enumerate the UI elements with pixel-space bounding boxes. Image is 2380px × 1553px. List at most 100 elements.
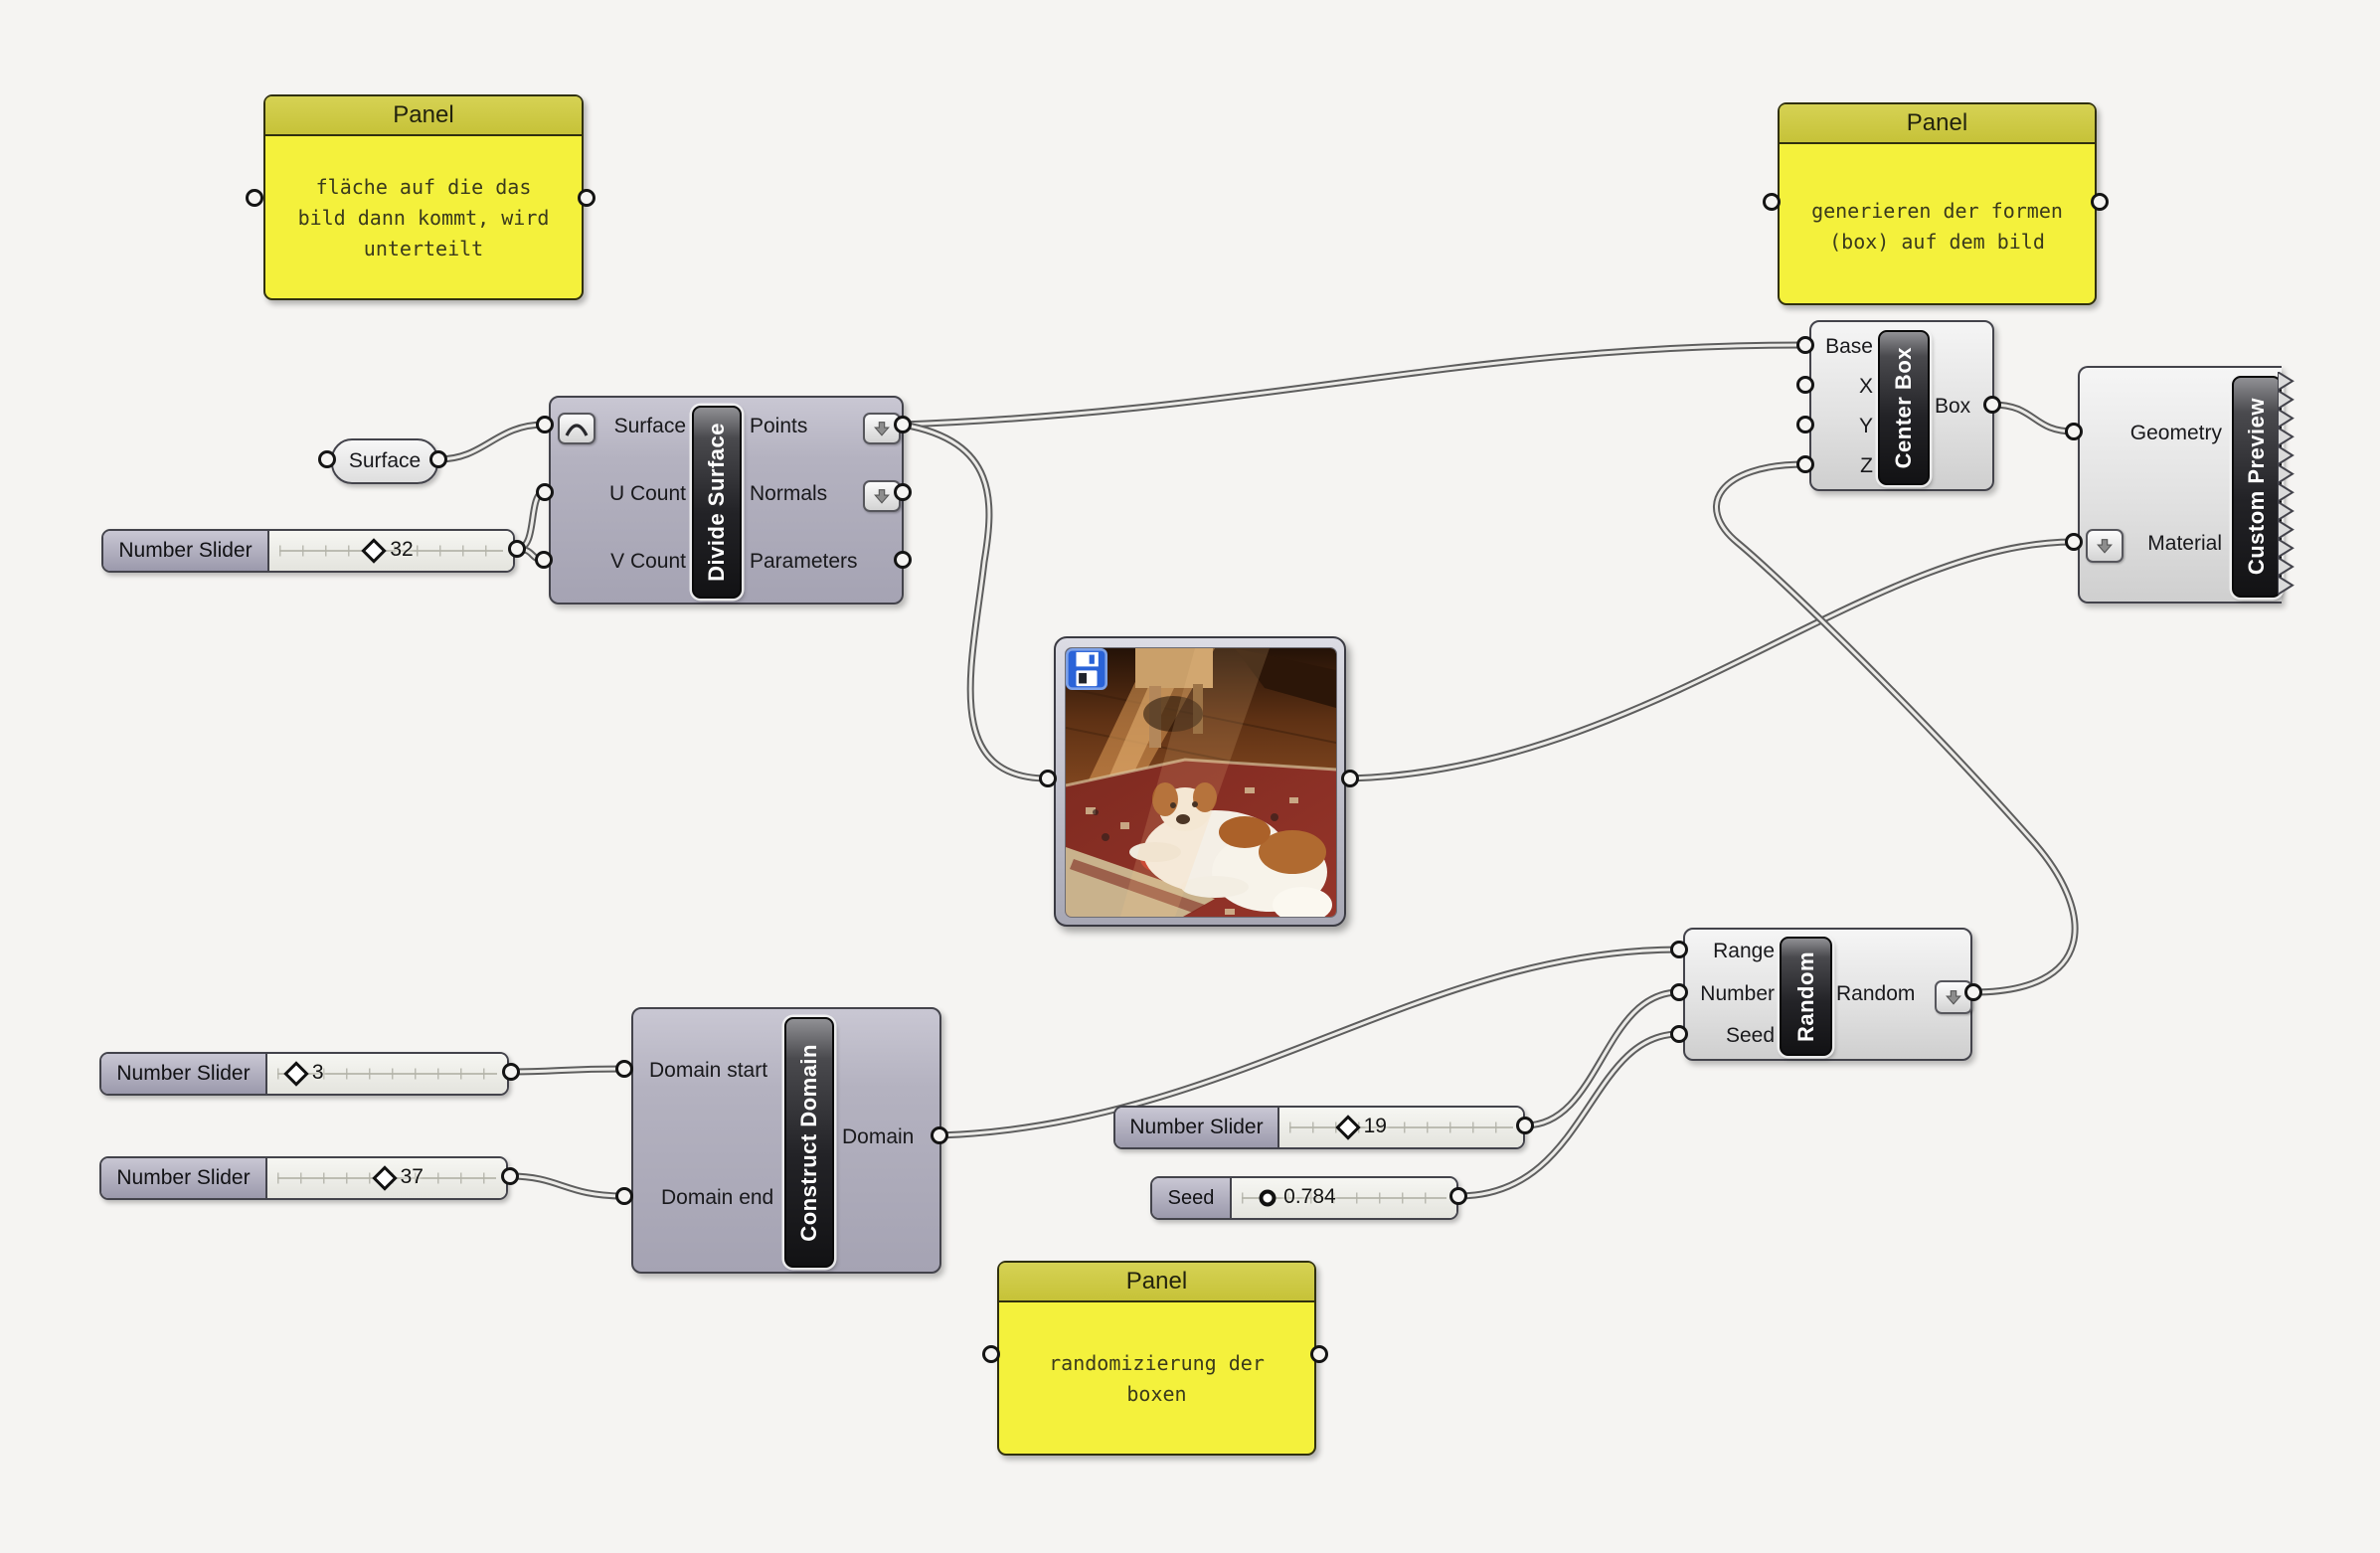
input-label-y: Y — [1858, 415, 1873, 437]
component-name-capsule[interactable]: Center Box — [1878, 330, 1930, 485]
port-image-in[interactable] — [1039, 770, 1057, 787]
port-rnd-out[interactable] — [1964, 983, 1982, 1001]
slider-track[interactable]: 0.784 — [1232, 1178, 1456, 1218]
image-sampler-node[interactable] — [1054, 636, 1346, 927]
port-cp-material[interactable] — [2065, 533, 2083, 551]
wire-points-to-base[interactable] — [903, 345, 1805, 425]
port-ds-ucount[interactable] — [536, 483, 554, 501]
graph-button[interactable] — [558, 413, 595, 444]
port-ds-vcount[interactable] — [535, 551, 553, 569]
center-box-component[interactable]: Base X Y Z Center Box Box — [1809, 320, 1994, 491]
slider-ticks — [1242, 1192, 1446, 1204]
port-ds-points[interactable] — [894, 416, 912, 433]
wire-points-to-image[interactable] — [903, 425, 1048, 778]
port-panel3-right[interactable] — [1310, 1345, 1328, 1363]
number-slider-37[interactable]: Number Slider 37 — [99, 1156, 508, 1200]
port-cd-end[interactable] — [615, 1187, 633, 1205]
slider-label: Number Slider — [103, 531, 269, 571]
panel-note-random[interactable]: Panel randomizierung der boxen — [997, 1261, 1316, 1456]
slider-track[interactable]: 37 — [267, 1158, 506, 1198]
input-label-domain-end: Domain end — [661, 1186, 774, 1209]
port-cb-z[interactable] — [1796, 455, 1814, 473]
slider-track[interactable]: 19 — [1279, 1108, 1523, 1147]
slider-track[interactable]: 3 — [267, 1054, 507, 1094]
slider-label: Number Slider — [1115, 1108, 1279, 1147]
port-rnd-range[interactable] — [1670, 941, 1688, 958]
input-label-vcount: V Count — [610, 550, 686, 573]
seed-slider[interactable]: Seed 0.784 — [1150, 1176, 1458, 1220]
component-name-capsule[interactable]: Random — [1780, 937, 1832, 1056]
port-panel2-left[interactable] — [1763, 193, 1781, 211]
input-label-geometry: Geometry — [2129, 422, 2222, 444]
port-panel2-right[interactable] — [2091, 193, 2109, 211]
port-panel1-right[interactable] — [578, 189, 595, 207]
slider-ticks — [277, 1068, 497, 1080]
slider-handle[interactable] — [283, 1061, 309, 1087]
port-slider19-out[interactable] — [1516, 1117, 1534, 1134]
slider-handle[interactable] — [1334, 1115, 1361, 1140]
slider-handle[interactable] — [1259, 1189, 1276, 1207]
custom-preview-component[interactable]: Geometry Material Custom Preview — [2078, 366, 2282, 604]
port-ds-parameters[interactable] — [894, 551, 912, 569]
panel-text[interactable]: generieren der formen (box) auf dem bild — [1811, 199, 2063, 254]
input-label-domain-start: Domain start — [649, 1059, 768, 1082]
slider-value: 3 — [311, 1061, 324, 1085]
panel-text[interactable]: fläche auf die das bild dann kommt, wird… — [297, 175, 550, 260]
slider-value: 37 — [400, 1165, 424, 1189]
wire-slider19-to-number[interactable] — [1525, 992, 1679, 1125]
output-label-box: Box — [1935, 395, 1971, 418]
port-panel3-left[interactable] — [982, 1345, 1000, 1363]
port-cb-y[interactable] — [1796, 416, 1814, 433]
port-seed-out[interactable] — [1449, 1187, 1467, 1205]
port-cb-x[interactable] — [1796, 376, 1814, 394]
slider-label: Number Slider — [101, 1054, 267, 1094]
save-image-icon[interactable] — [1066, 648, 1107, 695]
number-slider-19[interactable]: Number Slider 19 — [1113, 1106, 1525, 1149]
random-component[interactable]: Range Number Seed Random Random — [1683, 928, 1972, 1061]
custom-preview-zigzag-edge — [2276, 370, 2295, 597]
port-panel1-left[interactable] — [246, 189, 263, 207]
port-ds-surface[interactable] — [536, 416, 554, 433]
port-cp-geometry[interactable] — [2065, 423, 2083, 440]
wire-slider3-to-domainstart[interactable] — [511, 1069, 624, 1072]
slider-handle[interactable] — [371, 1165, 398, 1191]
surface-param[interactable]: Surface — [331, 438, 438, 484]
port-cd-start[interactable] — [615, 1060, 633, 1078]
material-input-button[interactable] — [2086, 529, 2124, 563]
wire-box-to-geometry[interactable] — [1992, 405, 2074, 431]
panel-text[interactable]: randomizierung der boxen — [1049, 1351, 1265, 1406]
surface-param-label: Surface — [348, 449, 422, 472]
wire-surface-to-dividesurface[interactable] — [438, 425, 545, 459]
output-label-parameters: Parameters — [750, 550, 858, 573]
component-name-capsule[interactable]: Divide Surface — [692, 406, 742, 599]
wire-image-to-material[interactable] — [1350, 542, 2074, 778]
port-slider37-out[interactable] — [501, 1167, 519, 1185]
port-ds-normals[interactable] — [894, 483, 912, 501]
number-slider-3[interactable]: Number Slider 3 — [99, 1052, 509, 1096]
slider-ticks — [279, 545, 503, 557]
slider-value: 32 — [390, 538, 414, 562]
port-rnd-number[interactable] — [1670, 983, 1688, 1001]
component-name-capsule[interactable]: Construct Domain — [784, 1017, 834, 1268]
port-surface-out[interactable] — [429, 450, 447, 468]
port-image-out[interactable] — [1341, 770, 1359, 787]
input-label-seed: Seed — [1725, 1024, 1775, 1047]
port-rnd-seed[interactable] — [1670, 1025, 1688, 1043]
slider-handle[interactable] — [361, 538, 388, 564]
wire-slider37-to-domainend[interactable] — [510, 1176, 624, 1196]
component-name-capsule[interactable]: Custom Preview — [2232, 376, 2282, 598]
port-cd-domain[interactable] — [931, 1126, 948, 1144]
panel-note-boxes[interactable]: Panel generieren der formen (box) auf de… — [1778, 102, 2097, 305]
down-arrow-icon — [1946, 990, 1961, 1005]
input-label-material: Material — [2147, 532, 2222, 555]
port-cb-box[interactable] — [1983, 396, 2001, 414]
panel-note-divide[interactable]: Panel fläche auf die das bild dann kommt… — [263, 94, 584, 300]
divide-surface-component[interactable]: Surface U Count V Count Divide Surface P… — [549, 396, 904, 604]
port-slider32-out[interactable] — [508, 540, 526, 558]
port-cb-base[interactable] — [1796, 336, 1814, 354]
construct-domain-component[interactable]: Domain start Domain end Construct Domain… — [631, 1007, 941, 1274]
number-slider-32[interactable]: Number Slider 32 — [101, 529, 515, 573]
port-slider3-out[interactable] — [502, 1063, 520, 1081]
slider-track[interactable]: 32 — [269, 531, 513, 571]
port-surface-in[interactable] — [318, 450, 336, 468]
